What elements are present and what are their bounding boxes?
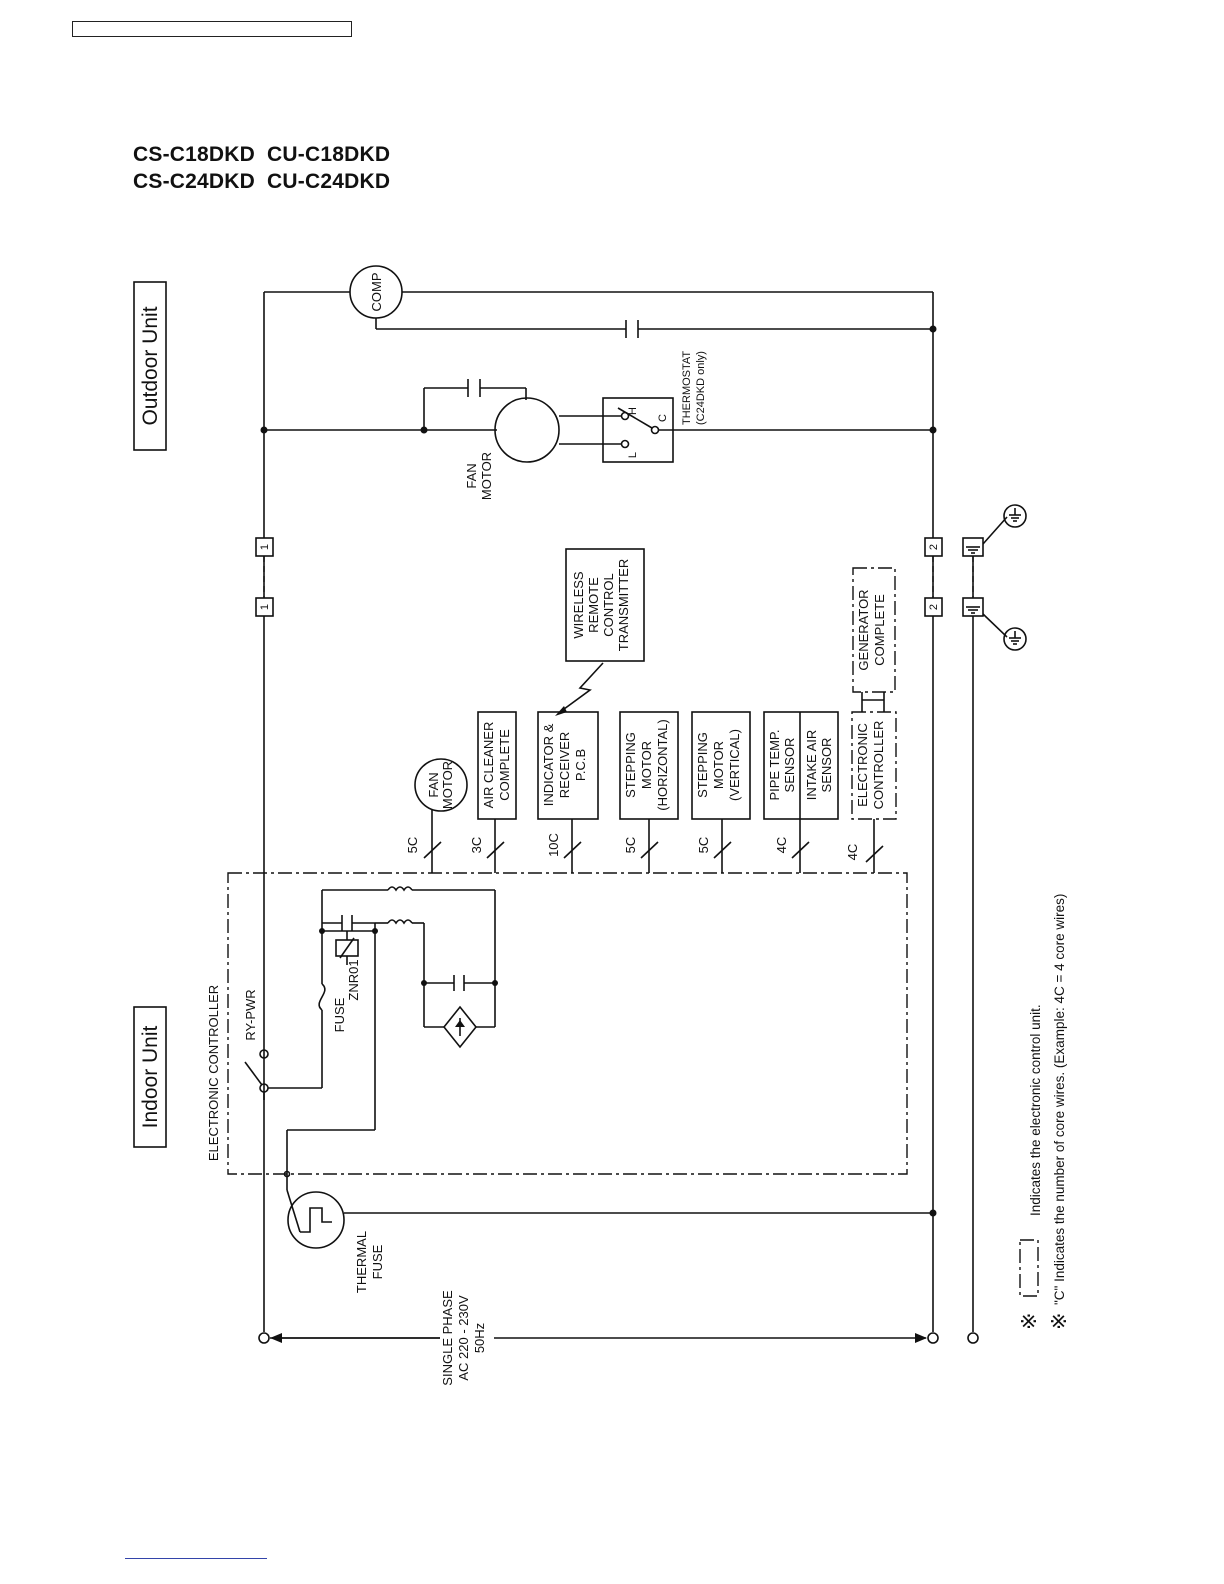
air-cleaner-complete: AIR CLEANER COMPLETE	[477, 711, 517, 873]
earth-terminal-indoor	[962, 597, 1027, 651]
svg-text:MOTOR: MOTOR	[479, 452, 494, 500]
svg-text:FUSE: FUSE	[370, 1244, 385, 1279]
svg-text:10C: 10C	[546, 833, 561, 857]
svg-text:PIPE TEMP.: PIPE TEMP.	[767, 729, 782, 800]
terminal-block-2-outdoor: 2	[924, 537, 943, 557]
svg-text:4C: 4C	[774, 837, 789, 854]
model-title-2: CS-C24DKD CU-C24DKD	[133, 170, 391, 193]
indoor-fan-motor: FAN MOTOR	[414, 758, 468, 873]
svg-text:SENSOR: SENSOR	[819, 738, 834, 793]
svg-text:FAN: FAN	[464, 463, 479, 488]
stepping-motor-horizontal: STEPPING MOTOR (HORIZONTAL)	[619, 711, 679, 873]
svg-text:COMPLETE: COMPLETE	[872, 594, 887, 666]
indicator-receiver-pcb: INDICATOR & RECEIVER P.C.B	[537, 711, 599, 873]
svg-text:(VERTICAL): (VERTICAL)	[727, 729, 742, 801]
outdoor-fan-motor: FAN MOTOR	[464, 397, 560, 500]
svg-text:MOTOR: MOTOR	[711, 741, 726, 789]
svg-text:AIR CLEANER: AIR CLEANER	[481, 722, 496, 809]
svg-text:FAN: FAN	[426, 772, 441, 797]
svg-text:ELECTRONIC: ELECTRONIC	[855, 723, 870, 807]
svg-text:L: L	[627, 452, 639, 458]
svg-text:COMPLETE: COMPLETE	[497, 729, 512, 801]
legend-notes: ※ Indicates the electronic control unit.…	[1018, 894, 1071, 1330]
generator-complete: GENERATOR COMPLETE	[852, 567, 896, 712]
electronic-controller-unit: ELECTRONIC CONTROLLER RY-PWR FUSE ZNR01	[206, 872, 908, 1190]
svg-text:STEPPING: STEPPING	[623, 732, 638, 798]
wire-count-markers: 5C 3C 10C 5C 5C 4C 4C	[405, 833, 884, 863]
svg-text:STEPPING: STEPPING	[695, 732, 710, 798]
svg-text:(HORIZONTAL): (HORIZONTAL)	[655, 719, 670, 810]
terminal-block-1-outdoor: 1	[255, 537, 274, 557]
svg-text:MOTOR: MOTOR	[440, 761, 455, 809]
svg-text:REMOTE: REMOTE	[586, 577, 601, 633]
svg-text:SINGLE PHASE: SINGLE PHASE	[440, 1290, 455, 1386]
svg-text:1: 1	[259, 544, 271, 550]
svg-text:Indoor Unit: Indoor Unit	[139, 1025, 162, 1128]
header-box	[72, 21, 352, 37]
svg-text:CONTROL: CONTROL	[601, 573, 616, 637]
svg-text:※: ※	[1048, 1312, 1071, 1330]
svg-text:2: 2	[928, 604, 940, 610]
svg-text:AC 220 - 230V: AC 220 - 230V	[456, 1295, 471, 1381]
model-title-1: CS-C18DKD CU-C18DKD	[133, 143, 391, 166]
terminal-block-2-indoor: 2	[924, 597, 943, 617]
main-wires	[263, 291, 974, 1332]
svg-text:50Hz: 50Hz	[472, 1323, 487, 1353]
svg-text:P.C.B: P.C.B	[573, 749, 588, 781]
power-supply: SINGLE PHASE AC 220 - 230V 50Hz	[258, 1290, 979, 1386]
svg-text:WIRELESS: WIRELESS	[571, 571, 586, 639]
svg-text:RY-PWR: RY-PWR	[243, 989, 258, 1040]
svg-text:COMP: COMP	[369, 273, 384, 312]
svg-text:MOTOR: MOTOR	[639, 741, 654, 789]
svg-text:CONTROLLER: CONTROLLER	[871, 721, 886, 810]
electronic-controller-box: ELECTRONIC CONTROLLER	[851, 711, 897, 873]
earth-terminal-outdoor	[962, 504, 1027, 557]
svg-text:INTAKE AIR: INTAKE AIR	[804, 730, 819, 801]
svg-text:(C24DKD only): (C24DKD only)	[695, 351, 707, 425]
svg-text:5C: 5C	[696, 837, 711, 854]
svg-text:Indicates the electronic contr: Indicates the electronic control unit.	[1028, 1004, 1043, 1216]
svg-text:RECEIVER: RECEIVER	[557, 732, 572, 798]
footer-link-line	[125, 1558, 267, 1559]
svg-text:ELECTRONIC CONTROLLER: ELECTRONIC CONTROLLER	[206, 985, 221, 1161]
thermostat: L H C THERMOSTAT (C24DKD only)	[559, 351, 707, 463]
svg-text:Outdoor Unit: Outdoor Unit	[139, 306, 162, 425]
svg-text:ZNR01: ZNR01	[346, 959, 361, 1000]
svg-text:TRANSMITTER: TRANSMITTER	[616, 559, 631, 651]
svg-text:C: C	[657, 414, 669, 422]
svg-text:INDICATOR &: INDICATOR &	[541, 723, 556, 806]
svg-text:5C: 5C	[623, 837, 638, 854]
svg-text:H: H	[627, 407, 639, 415]
pipe-temp-and-intake-air-sensors: PIPE TEMP. SENSOR INTAKE AIR SENSOR	[763, 711, 839, 873]
indoor-unit-label: Indoor Unit	[133, 1006, 167, 1148]
compressor: COMP	[349, 265, 403, 319]
svg-text:THERMAL: THERMAL	[354, 1231, 369, 1293]
svg-text:FUSE: FUSE	[332, 997, 347, 1032]
svg-text:4C: 4C	[845, 844, 860, 861]
terminal-block-1-indoor: 1	[255, 597, 274, 617]
svg-text:THERMOSTAT: THERMOSTAT	[681, 351, 693, 425]
junction-dots	[260, 325, 937, 1217]
thermal-fuse: THERMAL FUSE	[283, 1170, 385, 1293]
svg-text:SENSOR: SENSOR	[782, 738, 797, 793]
svg-text:※: ※	[1018, 1312, 1041, 1330]
svg-text:1: 1	[259, 604, 271, 610]
svg-text:3C: 3C	[469, 837, 484, 854]
svg-text:5C: 5C	[405, 837, 420, 854]
outdoor-unit-label: Outdoor Unit	[133, 281, 167, 451]
stepping-motor-vertical: STEPPING MOTOR (VERTICAL)	[691, 711, 751, 873]
svg-text:2: 2	[928, 544, 940, 550]
wireless-remote-transmitter: WIRELESS REMOTE CONTROL TRANSMITTER	[555, 548, 645, 716]
svg-text:GENERATOR: GENERATOR	[856, 589, 871, 670]
svg-text:"C" Indicates the number of c: "C" Indicates the number of core wires. …	[1052, 894, 1067, 1305]
